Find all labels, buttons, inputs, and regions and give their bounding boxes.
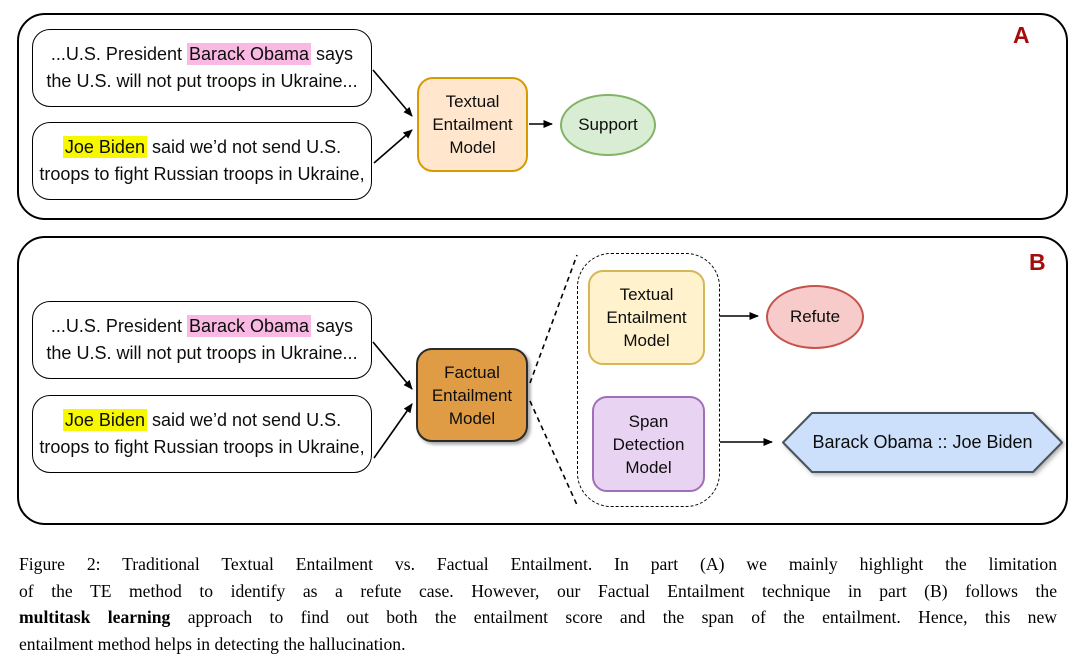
panel-b-label: B <box>1029 249 1046 275</box>
hypothesis-box-b: Joe Biden said we’d not send U.S. troops… <box>32 395 372 473</box>
textual-entailment-model-label-b: Textual Entailment Model <box>606 285 687 350</box>
premise-line2: the U.S. will not put troops in Ukraine.… <box>46 71 358 91</box>
span-output-label: Barack Obama :: Joe Biden <box>812 432 1033 452</box>
hypothesis-line1: Joe Biden said we’d not send U.S. <box>62 134 342 161</box>
hypothesis-box-a: Joe Biden said we’d not send U.S. troops… <box>32 122 372 200</box>
hypothesis-line2: troops to fight Russian troops in Ukrain… <box>39 164 365 184</box>
premise-box-a: ...U.S. President Barack Obama says the … <box>32 29 372 107</box>
premise-box-b: ...U.S. President Barack Obama says the … <box>32 301 372 379</box>
panel-a-label: A <box>1013 22 1030 48</box>
caption-text: approach to find out both the entailment… <box>170 607 1057 628</box>
caption-line: entailment method helps in detecting the… <box>19 631 1057 658</box>
hypothesis-text-post: said we’d not send U.S. <box>146 137 342 157</box>
caption-line: multitask learning approach to find out … <box>19 604 1057 631</box>
hexagon-shape <box>782 412 1063 473</box>
barack-obama-highlight: Barack Obama <box>186 43 312 65</box>
factual-entailment-model-node: Factual Entailment Model <box>416 348 528 442</box>
textual-entailment-model-node-b: Textual Entailment Model <box>588 270 705 365</box>
dashed-expansion-line-bottom <box>529 400 578 506</box>
factual-entailment-model-label: Factual Entailment Model <box>431 362 513 428</box>
arrow-premise-to-model-a <box>372 69 413 117</box>
figure-caption: Figure 2: Traditional Textual Entailment… <box>19 551 1057 657</box>
arrow-hypothesis-to-model-a <box>373 129 413 164</box>
span-detection-model-node: Span Detection Model <box>592 396 705 492</box>
arrow-premise-to-model-b <box>372 341 413 390</box>
caption-text: entailment method helps in detecting the… <box>19 633 406 654</box>
span-detection-model-label: Span Detection Model <box>612 411 685 477</box>
panel-b-container <box>17 236 1068 525</box>
arrow-hypothesis-to-model-b <box>373 403 413 459</box>
support-ellipse: Support <box>560 94 656 156</box>
hypothesis-line1: Joe Biden said we’d not send U.S. <box>62 407 342 434</box>
premise-line2: the U.S. will not put troops in Ukraine.… <box>46 343 358 363</box>
refute-label: Refute <box>789 307 841 326</box>
premise-text-post: says <box>311 44 354 64</box>
span-output-hexagon: Barack Obama :: Joe Biden <box>782 412 1063 473</box>
refute-ellipse: Refute <box>766 285 864 349</box>
hypothesis-line2: troops to fight Russian troops in Ukrain… <box>39 437 365 457</box>
premise-text-pre: ...U.S. President <box>50 44 187 64</box>
joe-biden-highlight: Joe Biden <box>62 136 147 158</box>
caption-line: Figure 2: Traditional Textual Entailment… <box>19 551 1057 578</box>
joe-biden-highlight: Joe Biden <box>62 409 147 431</box>
premise-text-pre: ...U.S. President <box>50 316 187 336</box>
caption-line: of the TE method to identify as a refute… <box>19 578 1057 605</box>
multitask-submodel-group <box>577 253 720 507</box>
premise-text-post: says <box>311 316 354 336</box>
textual-entailment-model-label-a: Textual Entailment Model <box>432 92 513 157</box>
caption-text: Figure 2: Traditional Textual Entailment… <box>19 554 1057 574</box>
textual-entailment-model-node-a: Textual Entailment Model <box>417 77 528 172</box>
dashed-expansion-line-top <box>529 254 578 384</box>
caption-text: of the TE method to identify as a refute… <box>19 580 1057 601</box>
barack-obama-highlight: Barack Obama <box>186 315 312 337</box>
hypothesis-text-post: said we’d not send U.S. <box>146 410 342 430</box>
support-label: Support <box>578 115 638 134</box>
caption-bold-text: multitask learning <box>19 607 171 628</box>
premise-line1: ...U.S. President Barack Obama says <box>51 41 353 68</box>
premise-line1: ...U.S. President Barack Obama says <box>51 313 353 340</box>
